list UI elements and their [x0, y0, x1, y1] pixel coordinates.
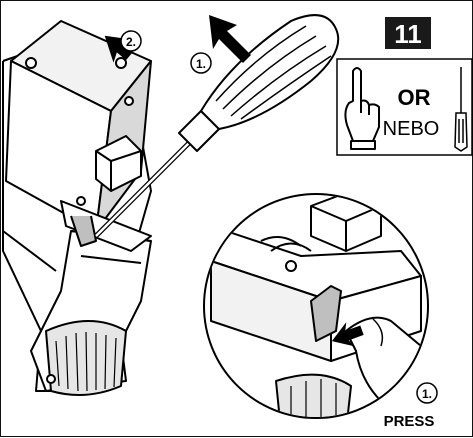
arrow-icon-pry [209, 15, 251, 63]
appliance-body [2, 40, 152, 396]
svg-text:2.: 2. [126, 35, 136, 49]
callout-step-1-press: 1. [416, 382, 438, 404]
svg-text:1.: 1. [422, 387, 432, 401]
hand-pointing-icon [344, 67, 380, 150]
alternative-tool-box: OR NEBO [336, 58, 473, 156]
screwdriver-icon [454, 67, 468, 152]
svg-text:NEBO: NEBO [383, 118, 440, 140]
svg-text:11: 11 [394, 19, 422, 49]
svg-text:OR: OR [398, 85, 431, 110]
detail-inset [203, 193, 429, 419]
screwdriver [94, 14, 340, 238]
battery-pack [5, 20, 152, 252]
ribbed-nozzle [45, 320, 127, 396]
arrow-icon-press [331, 322, 364, 347]
step-number-badge: 11 [385, 17, 431, 49]
svg-text:1.: 1. [196, 57, 206, 71]
callout-step-2-slide: 2. [120, 30, 142, 52]
press-label: PRESS [384, 413, 435, 430]
callout-step-1-pry: 1. [190, 52, 212, 74]
